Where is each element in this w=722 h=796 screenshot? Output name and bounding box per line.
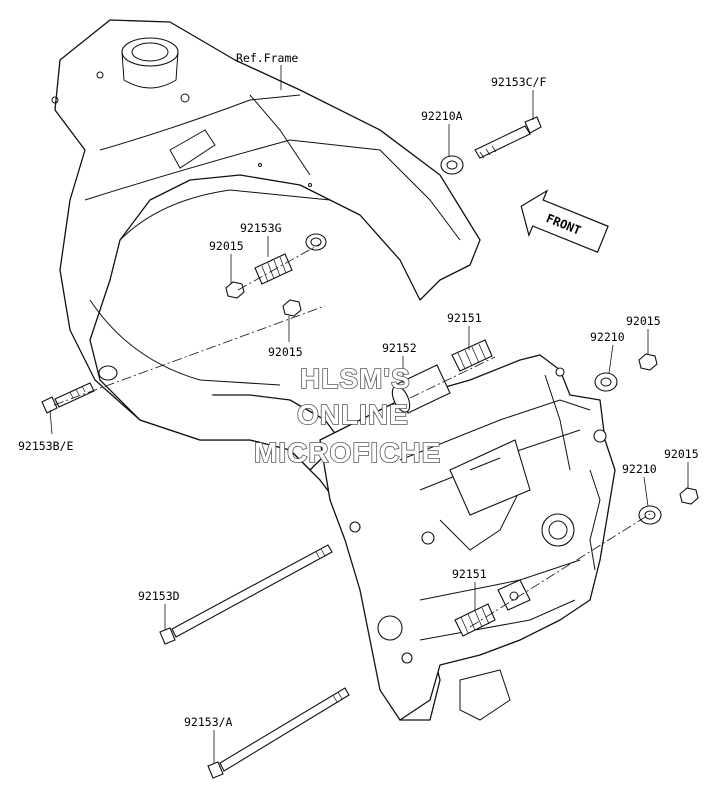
- label-92210-right: 92210: [622, 462, 657, 476]
- label-92153cf: 92153C/F: [491, 75, 546, 89]
- watermark-line2: ONLINE: [297, 399, 409, 430]
- bolt-92153d: [159, 544, 333, 645]
- label-92015-right: 92015: [664, 447, 699, 461]
- nut-92015-right: [679, 487, 699, 505]
- frame-outline: [51, 19, 481, 721]
- label-92015-left: 92015: [209, 239, 244, 253]
- cradle-hole: [541, 513, 575, 547]
- label-92152: 92152: [382, 341, 417, 355]
- label-92153be: 92153B/E: [18, 439, 73, 453]
- bolt-92153cf: [474, 116, 542, 159]
- bolt-92153a: [207, 687, 350, 779]
- nut-92210-right: [638, 505, 662, 525]
- part-labels: Ref.Frame 92153C/F 92210A 92153G 92015 9…: [18, 51, 699, 729]
- nut-92015-upper-right: [638, 353, 658, 371]
- nut-92210-upper: [594, 372, 618, 392]
- engine-cradle: [319, 354, 616, 721]
- nut-92015-mid: [282, 299, 302, 317]
- label-92153g: 92153G: [240, 221, 282, 235]
- watermark: HLSM'S ONLINE MICROFICHE: [253, 362, 441, 469]
- bolt-92153be: [41, 382, 95, 414]
- label-ref-frame: Ref.Frame: [236, 51, 298, 65]
- label-92015-upper-right: 92015: [626, 314, 661, 328]
- leader-lines: [49, 65, 689, 763]
- label-92015-mid: 92015: [268, 345, 303, 359]
- spacer-92152: [391, 364, 451, 414]
- stud-92153g: [254, 253, 293, 285]
- collar-92151-lower: [454, 579, 531, 637]
- watermark-line1: HLSM'S: [300, 363, 411, 394]
- watermark-line3: MICROFICHE: [254, 437, 441, 468]
- label-92210a: 92210A: [421, 109, 463, 123]
- front-direction-marker: FRONT: [520, 189, 609, 253]
- label-92153d: 92153D: [138, 589, 180, 603]
- steering-head: [121, 37, 179, 67]
- nut-92210a: [440, 155, 464, 175]
- label-92151-lower: 92151: [452, 567, 487, 581]
- label-92153a: 92153/A: [184, 715, 233, 729]
- collar-92151-upper: [451, 339, 493, 372]
- label-92210-upper: 92210: [590, 330, 625, 344]
- label-92151-upper: 92151: [447, 311, 482, 325]
- nut-92015-left: [225, 281, 245, 299]
